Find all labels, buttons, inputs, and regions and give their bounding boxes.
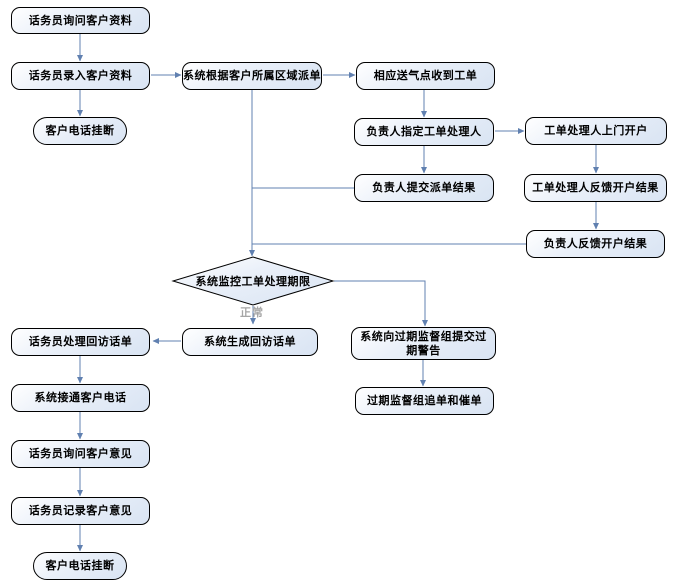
node-monitor-order-deadline: 系统监控工单处理期限 [195, 275, 311, 288]
decision-diamond-shape [171, 256, 335, 306]
node-handle-callback-sheet: 话务员处理回访话单 [11, 328, 150, 356]
node-overdue-warning: 系统向过期监督组提交过期警告 [351, 327, 496, 360]
node-handler-visit-open-account: 工单处理人上门开户 [525, 117, 667, 145]
node-ask-customer-opinion: 话务员询问客户意见 [11, 440, 150, 468]
node-ask-customer-info: 话务员询问客户资料 [11, 7, 150, 34]
node-record-customer-opinion: 话务员记录客户意见 [11, 497, 150, 525]
node-gas-point-receive-order: 相应送气点收到工单 [356, 62, 495, 90]
node-system-dispatch-by-region: 系统根据客户所属区域派单 [182, 62, 322, 90]
node-overdue-followup: 过期监督组追单和催单 [355, 387, 494, 415]
node-manager-feedback-result: 负责人反馈开户结果 [526, 230, 665, 258]
node-connect-customer-call: 系统接通客户电话 [11, 384, 150, 412]
node-handler-feedback-result: 工单处理人反馈开户结果 [524, 174, 667, 202]
node-submit-dispatch-result: 负责人提交派单结果 [354, 174, 494, 202]
edge-monitor-to-overdue-warning [334, 280, 428, 327]
node-customer-hangup-top: 客户电话挂断 [33, 117, 127, 145]
node-customer-hangup-bottom: 客户电话挂断 [33, 552, 127, 580]
node-input-customer-info: 话务员录入客户资料 [11, 62, 150, 90]
node-generate-callback-sheet: 系统生成回访话单 [182, 328, 318, 356]
node-assign-order-handler: 负责人指定工单处理人 [354, 118, 494, 146]
edge-label-normal: 正常 [240, 306, 264, 319]
